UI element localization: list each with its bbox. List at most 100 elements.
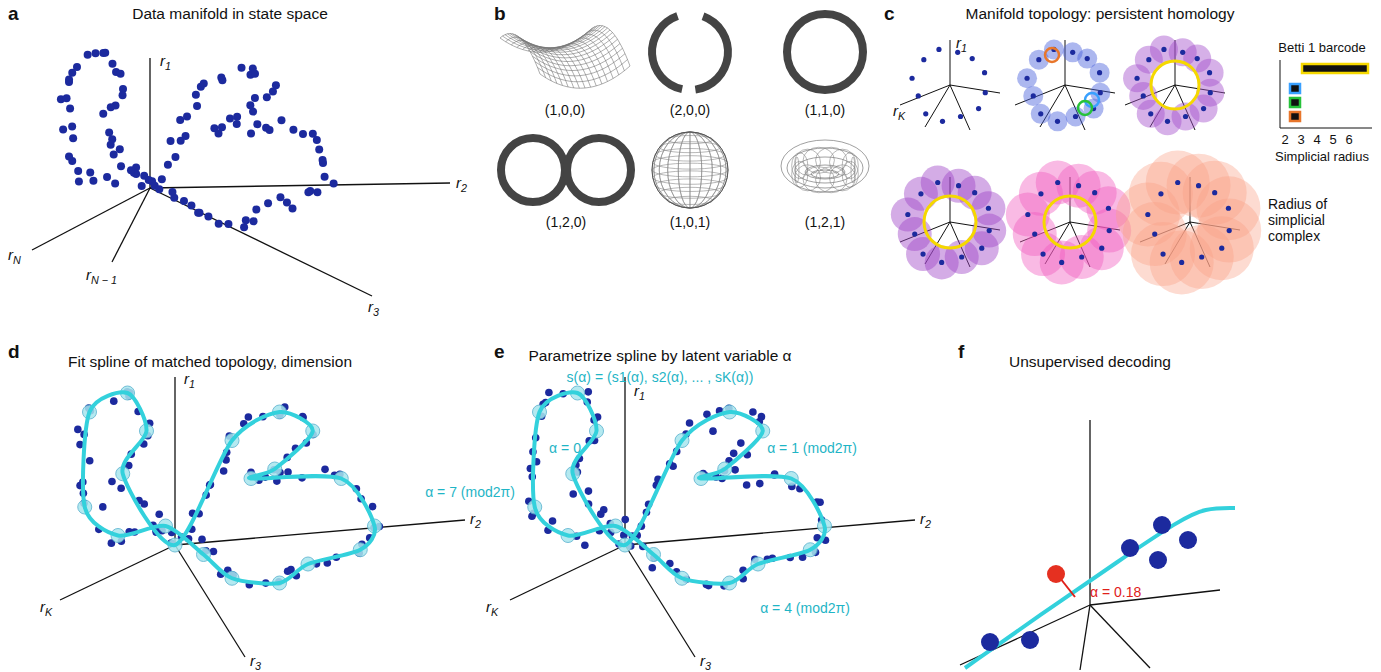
data-point — [253, 120, 261, 128]
data-point — [158, 175, 166, 183]
data-point — [155, 510, 163, 518]
data-point — [233, 120, 241, 128]
panel-title: Manifold topology: persistent homology — [966, 5, 1235, 23]
panel-f-art — [960, 420, 1235, 670]
data-point — [108, 478, 116, 486]
data-point — [549, 517, 557, 525]
panel-a-art — [32, 49, 450, 296]
data-point — [89, 177, 97, 185]
data-point — [65, 75, 73, 83]
data-point — [111, 180, 119, 188]
data-point — [276, 193, 284, 201]
axis-label: rK — [486, 598, 498, 618]
panel-letter: b — [494, 3, 506, 25]
axis-line — [625, 520, 915, 545]
data-point — [92, 49, 100, 57]
data-point — [99, 503, 107, 511]
data-point — [263, 93, 271, 101]
data-point — [749, 408, 757, 416]
axis-label: rK — [893, 102, 905, 122]
data-point — [283, 199, 291, 207]
data-point — [224, 220, 232, 228]
data-point — [266, 126, 274, 134]
data-point — [107, 141, 115, 149]
data-point — [756, 480, 764, 488]
annotation: Radius of simplicial complex — [1268, 196, 1373, 244]
alpha-label: α = 1 (mod2π) — [767, 440, 857, 456]
axis-label: r2 — [920, 510, 931, 530]
tick-label: 5 — [1329, 133, 1336, 148]
data-point — [68, 123, 76, 131]
data-point — [117, 484, 125, 492]
data-point — [171, 153, 179, 161]
data-point — [737, 439, 745, 447]
axis-label: r1 — [634, 382, 645, 402]
axis-label: r1 — [956, 34, 967, 54]
data-point — [220, 467, 228, 475]
betti-tuple: (1,2,0) — [546, 214, 586, 230]
data-point — [313, 136, 321, 144]
data-point — [86, 169, 94, 177]
data-point — [251, 94, 259, 102]
betti-tuple: (1,1,0) — [805, 102, 845, 118]
axis-line — [510, 545, 625, 600]
panel-b-art — [500, 12, 869, 208]
alpha-label: α = 7 (mod2π) — [425, 484, 515, 500]
data-point — [187, 202, 195, 210]
axis-line — [149, 58, 150, 188]
data-point — [140, 172, 148, 180]
panel-letter: e — [494, 341, 505, 363]
data-point — [204, 212, 212, 220]
data-point — [183, 112, 191, 120]
axis-line — [175, 520, 465, 545]
data-point — [140, 500, 148, 508]
data-point — [194, 209, 202, 217]
data-point — [176, 116, 184, 124]
data-point — [218, 76, 226, 84]
data-point — [200, 80, 208, 88]
data-point — [277, 116, 285, 124]
data-point — [315, 146, 323, 154]
panel-letter: c — [884, 3, 895, 25]
data-point — [69, 134, 77, 142]
data-point — [584, 388, 592, 396]
axis-line — [1090, 605, 1150, 668]
data-point — [238, 64, 246, 72]
axis-line — [60, 545, 175, 600]
panel-title: Fit spline of matched topology, dimensio… — [68, 353, 352, 371]
data-point — [233, 113, 241, 121]
axis-line — [950, 40, 951, 85]
data-point — [167, 137, 175, 145]
data-point — [299, 130, 307, 138]
axis-line — [112, 188, 150, 262]
data-point — [304, 188, 312, 196]
panel-letter: a — [8, 3, 19, 25]
data-point — [731, 466, 739, 474]
panel-e-art — [510, 377, 915, 657]
data-point — [84, 51, 92, 59]
axis-line — [1089, 420, 1090, 605]
formula: s(α) = (s1(α), s2(α), ... , sK(α)) — [567, 369, 754, 385]
data-point — [99, 110, 107, 118]
data-point — [330, 179, 338, 187]
axis-label: r3 — [700, 652, 711, 672]
axis-line — [150, 188, 372, 296]
data-point — [110, 150, 118, 158]
axis-label: r3 — [250, 652, 261, 672]
axis-line — [1065, 85, 1085, 130]
data-point — [545, 389, 553, 397]
data-point — [127, 166, 135, 174]
data-point — [180, 197, 188, 205]
data-point — [108, 60, 116, 68]
panel-title: Data manifold in state space — [132, 5, 328, 23]
data-point — [198, 535, 206, 543]
data-point — [193, 102, 201, 110]
axis-line — [950, 85, 970, 130]
data-point — [581, 541, 589, 549]
data-point — [321, 173, 329, 181]
tick-label: 6 — [1345, 133, 1352, 148]
data-point — [192, 91, 200, 99]
panel-letter: f — [958, 341, 964, 363]
data-point — [709, 427, 717, 435]
